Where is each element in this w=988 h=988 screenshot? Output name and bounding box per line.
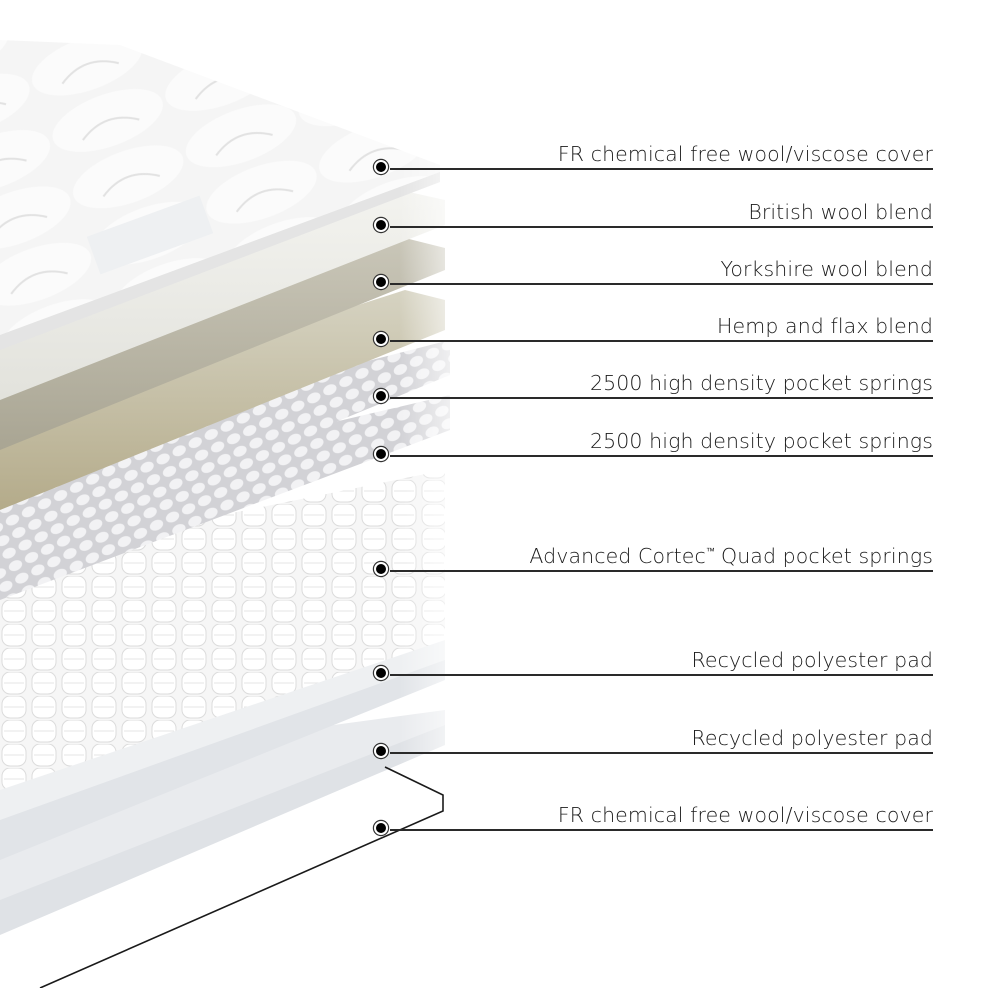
layer-label: Hemp and flax blend [717, 314, 933, 338]
leader-line [390, 674, 933, 676]
leader-line [390, 168, 933, 170]
marker-dot-icon [374, 160, 388, 174]
leader-line [390, 752, 933, 754]
layer-label: British wool blend [748, 200, 933, 224]
layer-label: FR chemical free wool/viscose cover [557, 803, 933, 827]
label-suffix: Quad pocket springs [720, 544, 933, 568]
layer-label: 2500 high density pocket springs [590, 371, 933, 395]
marker-dot-icon [374, 332, 388, 346]
layer-label: Yorkshire wool blend [720, 257, 933, 281]
marker-dot-icon [374, 562, 388, 576]
layer-label: 2500 high density pocket springs [590, 429, 933, 453]
leader-line [390, 397, 933, 399]
marker-dot-icon [374, 389, 388, 403]
leader-line [390, 829, 933, 831]
leader-line [390, 570, 933, 572]
marker-dot-icon [374, 218, 388, 232]
marker-dot-icon [374, 275, 388, 289]
marker-dot-icon [374, 821, 388, 835]
layer-label: Recycled polyester pad [691, 648, 933, 672]
layer-label: Recycled polyester pad [691, 726, 933, 750]
trademark-symbol: ™ [705, 547, 715, 557]
marker-dot-icon [374, 666, 388, 680]
bottom-cover-connector-line [39, 766, 444, 988]
leader-line [390, 226, 933, 228]
leader-line [390, 283, 933, 285]
leader-line [390, 340, 933, 342]
layer-label: FR chemical free wool/viscose cover [557, 142, 933, 166]
marker-dot-icon [374, 744, 388, 758]
label-brand: Advanced Cortec [529, 544, 706, 568]
marker-dot-icon [374, 447, 388, 461]
layer-label: Advanced Cortec™ Quad pocket springs [529, 544, 933, 568]
leader-line [390, 455, 933, 457]
